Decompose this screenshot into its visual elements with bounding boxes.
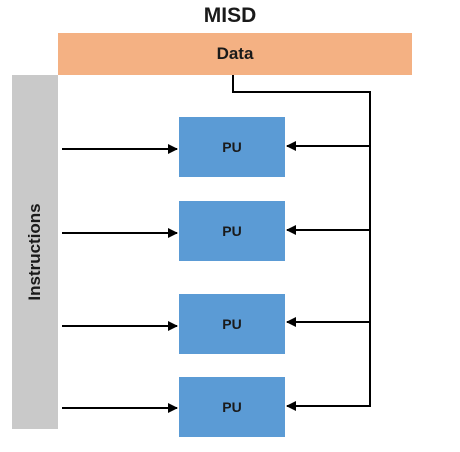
instructions-bar (12, 75, 58, 429)
diagram-title: MISD (203, 4, 257, 27)
processing-unit-3: PU (179, 294, 285, 354)
processing-unit-1: PU (179, 117, 285, 177)
processing-unit-label: PU (222, 316, 242, 332)
processing-unit-2: PU (179, 201, 285, 261)
processing-unit-label: PU (222, 399, 242, 415)
processing-unit-label: PU (222, 139, 242, 155)
data-label: Data (216, 44, 254, 63)
processing-unit-4: PU (179, 377, 285, 437)
data-feed-line (232, 75, 371, 407)
processing-unit-label: PU (222, 223, 242, 239)
data-bar: Data (58, 33, 412, 75)
